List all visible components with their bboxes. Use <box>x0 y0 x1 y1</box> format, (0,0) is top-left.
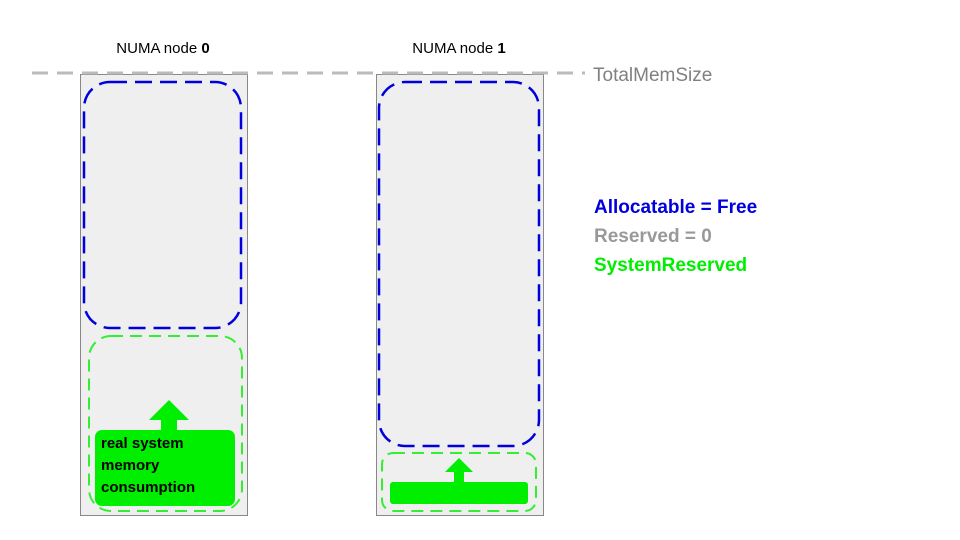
numa-node-1-title: NUMA node 1 <box>412 40 505 57</box>
numa-node-1-allocatable-region <box>377 80 541 448</box>
numa-node-0-allocatable-region <box>82 80 243 330</box>
numa-node-1-system-reserved-region <box>381 452 537 512</box>
legend-system-reserved: SystemReserved <box>594 255 747 276</box>
total-mem-label: TotalMemSize <box>593 65 712 86</box>
numa-node-1-growth-arrow-icon <box>445 458 473 483</box>
consumption-label: real system memory consumption <box>101 435 195 496</box>
numa-node-0-consumption-block <box>95 430 235 506</box>
numa-node-1-consumption-block <box>390 482 528 504</box>
numa-node-0-growth-arrow-icon <box>149 400 189 431</box>
numa-node-0-title: NUMA node 0 <box>116 40 209 57</box>
numa-node-0-system-reserved-region <box>88 335 243 512</box>
numa-node-1-column <box>376 74 544 516</box>
legend-reserved: Reserved = 0 <box>594 226 712 247</box>
legend-allocatable: Allocatable = Free <box>594 197 757 218</box>
